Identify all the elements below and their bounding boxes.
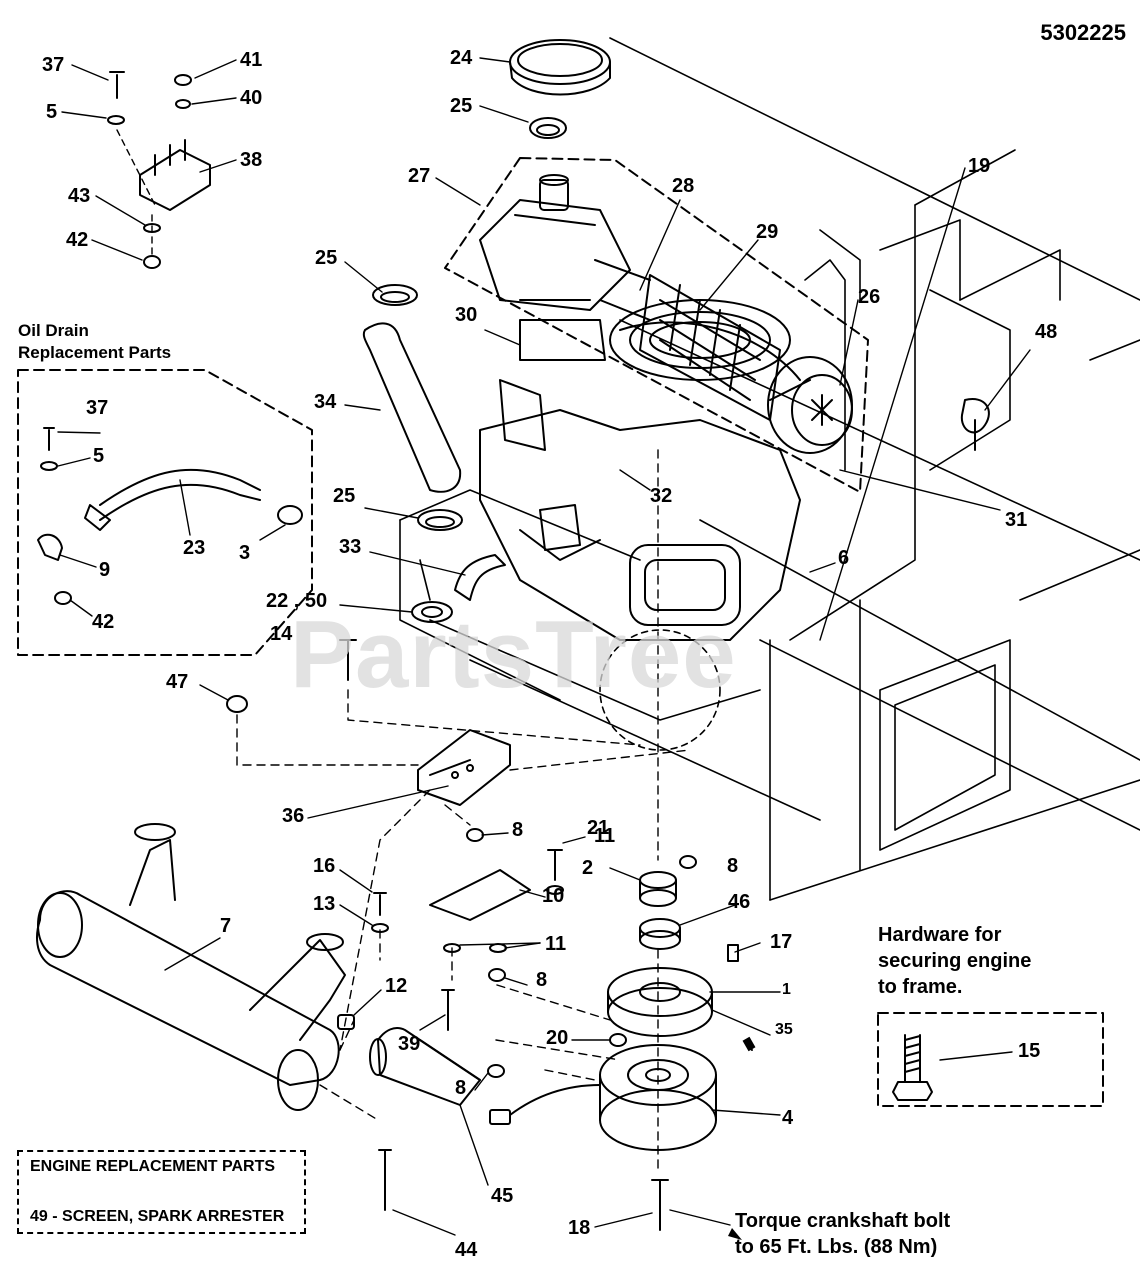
- callout-46: 46: [728, 891, 751, 913]
- torque-note-line1: Torque crankshaft bolt: [735, 1210, 951, 1232]
- air-filter-assembly: [479, 174, 853, 454]
- callout-14: 14: [270, 623, 293, 645]
- hardware-note-line1: Hardware for: [878, 924, 1002, 946]
- callout-37: 37: [42, 54, 65, 76]
- hardware-note-line2: securing engine: [878, 950, 1032, 972]
- callout-36: 36: [282, 805, 305, 827]
- callout-32: 32: [650, 485, 673, 507]
- callout-12: 12: [385, 975, 408, 997]
- starter-solenoid: [107, 71, 211, 269]
- callout-17: 17: [770, 931, 793, 953]
- callout-8-bracket: 8: [512, 819, 524, 841]
- callout-26: 26: [858, 286, 881, 308]
- callout-42: 42: [66, 229, 89, 251]
- support-plate: [429, 869, 531, 921]
- spark-arrester: [369, 1027, 481, 1211]
- callout-25-upper-clamp: 25: [315, 247, 338, 269]
- hardware-note: Hardware for securing engine to frame.: [878, 922, 1031, 1000]
- callout-8-middle: 8: [536, 969, 548, 991]
- callout-21: 21: [587, 817, 610, 839]
- engine-parts-heading: ENGINE REPLACEMENT PARTS: [30, 1158, 276, 1175]
- breather-hose: [454, 554, 506, 601]
- oil-drain-title-line1: Oil Drain: [18, 321, 89, 340]
- callout-29: 29: [756, 221, 779, 243]
- callout-44: 44: [455, 1239, 478, 1261]
- callout-33: 33: [339, 536, 362, 558]
- air-cleaner-group-outline: [444, 157, 869, 493]
- callout-5-oil-drain: 5: [93, 445, 105, 467]
- callout-19: 19: [968, 155, 991, 177]
- callout-47: 47: [166, 671, 189, 693]
- callout-43: 43: [68, 185, 91, 207]
- engine-parts-item: 49 - SCREEN, SPARK ARRESTER: [30, 1208, 285, 1225]
- callout-16: 16: [313, 855, 336, 877]
- callout-22-50: 22 , 50: [266, 590, 328, 612]
- callout-45: 45: [491, 1185, 514, 1207]
- oil-drain-title: Oil Drain Replacement Parts: [18, 320, 171, 364]
- callout-38: 38: [240, 149, 263, 171]
- callout-8-clutch: 8: [455, 1077, 467, 1099]
- callout-48: 48: [1035, 321, 1058, 343]
- pulley-assembly: [489, 871, 717, 1231]
- engine-replacement-parts-box: [17, 1150, 306, 1234]
- torque-note-line2: to 65 Ft. Lbs. (88 Nm): [735, 1236, 938, 1258]
- callout-4: 4: [782, 1107, 794, 1129]
- leader-lines: [57, 57, 1031, 1236]
- callout-41: 41: [240, 49, 263, 71]
- callout-2: 2: [582, 857, 594, 879]
- hardware-note-line3: to frame.: [878, 976, 963, 998]
- callout-8-right: 8: [727, 855, 739, 877]
- callout-23: 23: [183, 537, 206, 559]
- hidden-lines: [236, 449, 691, 1171]
- callout-11-upper: 11: [594, 825, 616, 847]
- callout-40: 40: [240, 87, 263, 109]
- callout-35: 35: [775, 1021, 793, 1038]
- torque-note: Torque crankshaft bolt to 65 Ft. Lbs. (8…: [735, 1208, 950, 1260]
- callout-31: 31: [1005, 509, 1028, 531]
- callout-39: 39: [398, 1033, 421, 1055]
- clamp-48: [960, 398, 990, 451]
- callout-9: 9: [99, 559, 111, 581]
- callout-30: 30: [455, 304, 478, 326]
- callout-20: 20: [546, 1027, 569, 1049]
- callout-15: 15: [1018, 1040, 1041, 1062]
- callout-5: 5: [46, 101, 58, 123]
- watermark-text: PartsTree: [290, 601, 737, 708]
- callout-25: 25: [450, 95, 473, 117]
- callout-25-lower-clamp: 25: [333, 485, 356, 507]
- callout-6: 6: [838, 547, 850, 569]
- muffler: [36, 823, 346, 1111]
- callout-24: 24: [450, 47, 473, 69]
- callout-3: 3: [239, 542, 251, 564]
- callout-7: 7: [220, 915, 232, 937]
- callout-13: 13: [313, 893, 336, 915]
- intake-hose: [362, 117, 567, 531]
- hardware-box: [877, 1012, 1104, 1107]
- mower-frame: [399, 37, 1140, 901]
- oil-drain-title-line2: Replacement Parts: [18, 343, 172, 362]
- callout-1: 1: [782, 981, 791, 998]
- air-cleaner-cover: [509, 39, 611, 96]
- callout-34: 34: [314, 391, 337, 413]
- callout-10: 10: [542, 885, 565, 907]
- oil-drain-parts: [37, 427, 303, 605]
- callout-42-oil-drain: 42: [92, 611, 115, 633]
- mounting-bracket: [417, 729, 511, 806]
- callout-37-oil-drain: 37: [86, 397, 109, 419]
- callout-27: 27: [408, 165, 431, 187]
- callout-11-lower: 11: [545, 933, 567, 955]
- document-number: 5302225: [1040, 20, 1126, 45]
- callout-28: 28: [672, 175, 695, 197]
- callout-18: 18: [568, 1217, 591, 1239]
- engine-body: [479, 299, 811, 641]
- oil-drain-box: [17, 369, 313, 656]
